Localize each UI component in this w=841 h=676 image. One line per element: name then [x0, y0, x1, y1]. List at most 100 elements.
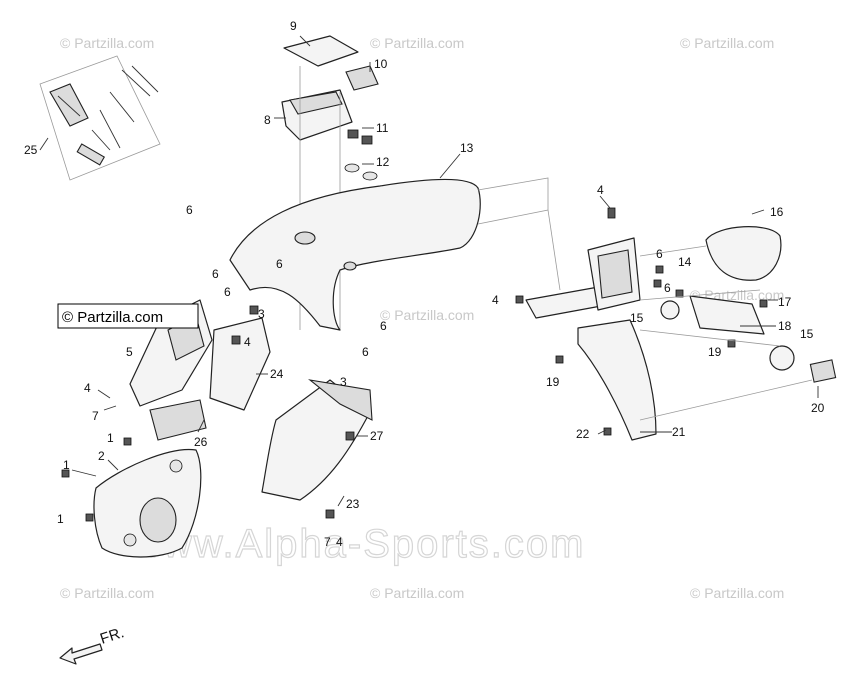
bolt-11 [347, 129, 359, 139]
callout-9: 9 [290, 19, 297, 33]
grommet [169, 459, 183, 473]
rear-flap-21 [577, 319, 657, 441]
callout-17: 17 [778, 295, 792, 309]
guide-line [639, 329, 781, 347]
tool-kit-group [39, 55, 161, 181]
reflector-15 [769, 345, 795, 371]
callout-5: 5 [126, 345, 133, 359]
callout-16: 16 [770, 205, 784, 219]
callout-6: 6 [380, 319, 387, 333]
callout-10: 10 [374, 57, 388, 71]
bolt-4 [607, 207, 616, 219]
leader-line [103, 405, 117, 411]
front-panel-group [61, 437, 202, 558]
callout-8: 8 [264, 113, 271, 127]
callout-20: 20 [811, 401, 825, 415]
rear-fender-13 [229, 178, 481, 331]
callout-19: 19 [546, 375, 560, 389]
callout-4: 4 [492, 293, 499, 307]
callout-11: 11 [376, 121, 389, 135]
callout-7: 7 [324, 535, 331, 549]
panel-opening [139, 497, 177, 543]
watermark-partzilla: © Partzilla.com [680, 35, 774, 51]
screw-1 [123, 437, 132, 446]
screw-3 [249, 305, 259, 315]
guide-line [639, 245, 707, 257]
callout-6: 6 [276, 257, 283, 271]
watermark-partzilla: © Partzilla.com [60, 585, 154, 601]
callout-25: 25 [24, 143, 38, 157]
fender-hole [343, 261, 357, 271]
screw-1 [61, 469, 70, 478]
leader-line [107, 459, 119, 471]
leader-line [337, 495, 345, 507]
callout-14: 14 [678, 255, 692, 269]
watermark-partzilla: © Partzilla.com [380, 307, 474, 323]
callout-6: 6 [656, 247, 663, 261]
hex-key [91, 129, 111, 151]
mount-bracket-3 [308, 379, 373, 421]
front-label: FR. [98, 624, 126, 648]
wrench [121, 69, 151, 97]
callout-1: 1 [57, 512, 64, 526]
watermark-partzilla: © Partzilla.com [370, 35, 464, 51]
leader-lines [39, 35, 819, 507]
bolt-11 [361, 135, 373, 145]
callout-15: 15 [630, 311, 644, 325]
callout-24: 24 [270, 367, 284, 381]
callout-27: 27 [370, 429, 384, 443]
cover-plate-9 [283, 35, 359, 67]
callout-1: 1 [63, 458, 70, 472]
watermark-layer: © Partzilla.com © Partzilla.com © Partzi… [60, 35, 784, 601]
callout-6: 6 [186, 203, 193, 217]
callout-18: 18 [778, 319, 792, 333]
wrench [131, 65, 159, 93]
guide-line [547, 209, 561, 291]
callout-3: 3 [258, 307, 265, 321]
callout-4: 4 [84, 381, 91, 395]
tool-bag [49, 83, 89, 127]
callout-13: 13 [460, 141, 474, 155]
spark-plug-socket [76, 143, 106, 166]
leader-line [599, 195, 611, 209]
screwdriver [109, 91, 135, 123]
screw-1 [85, 513, 94, 522]
callout-4: 4 [244, 335, 251, 349]
storage-box-lid [289, 91, 343, 115]
nut-19 [727, 339, 736, 348]
light-cover-16 [705, 226, 782, 281]
nut-6 [653, 279, 662, 288]
badge-text: © Partzilla.com [62, 309, 163, 326]
nut-6 [655, 265, 664, 274]
rear-assembly-group [515, 207, 837, 441]
leader-line [439, 153, 461, 179]
callout-2: 2 [98, 449, 105, 463]
callout-1: 1 [107, 431, 114, 445]
callout-6: 6 [362, 345, 369, 359]
nut-19 [555, 355, 564, 364]
rear-fender-group [229, 177, 561, 331]
callout-23: 23 [346, 497, 360, 511]
callout-6: 6 [664, 281, 671, 295]
leader-line [71, 469, 97, 477]
watermark-partzilla: © Partzilla.com [690, 585, 784, 601]
leader-line [597, 429, 607, 435]
callout-3: 3 [340, 375, 347, 389]
inner-fender-group [261, 379, 373, 519]
plate-bracket-18 [689, 295, 765, 335]
grommet-12 [344, 163, 360, 173]
leader-line [299, 35, 311, 47]
reflector-15 [660, 300, 680, 320]
leader-line [197, 419, 205, 433]
callout-12: 12 [376, 155, 390, 169]
tool-kit-outline [39, 55, 161, 181]
grommet-12 [362, 171, 378, 181]
nut-4 [231, 335, 241, 345]
leader-line [751, 209, 765, 215]
callout-7: 7 [92, 409, 99, 423]
callout-6: 6 [212, 267, 219, 281]
side-cover-24 [209, 317, 271, 411]
grommet [123, 533, 137, 547]
callout-21: 21 [672, 425, 686, 439]
screwdriver [99, 109, 121, 149]
